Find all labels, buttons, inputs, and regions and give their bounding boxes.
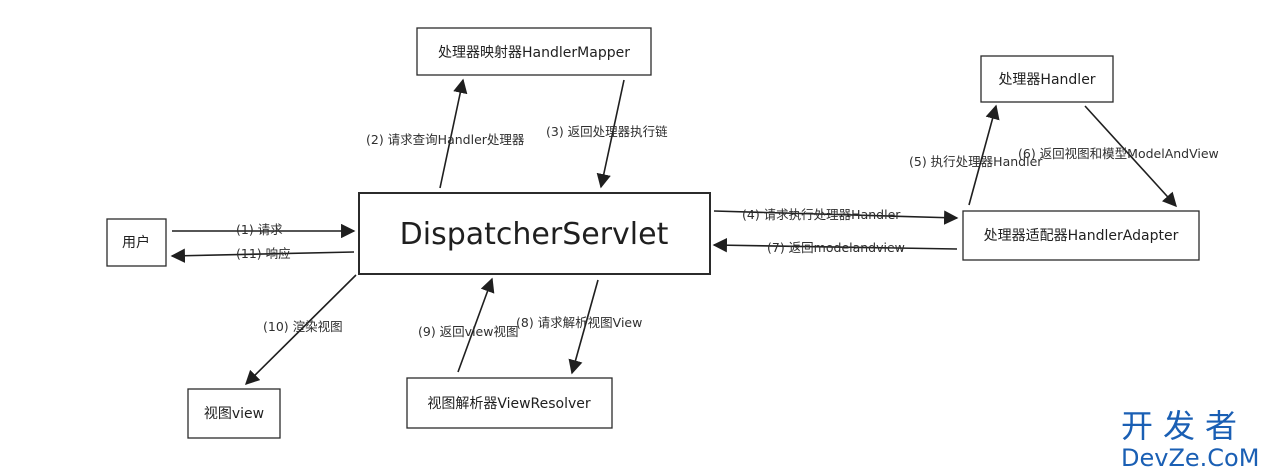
edge-4-label: (4) 请求执行处理器Handler — [742, 207, 901, 222]
edge-6-return-model-and-view — [1084, 105, 1177, 208]
edge-2-query-handler — [439, 78, 468, 189]
edge-4-execute-handler — [713, 210, 959, 225]
node-handler-mapper-label: 处理器映射器HandlerMapper — [438, 45, 630, 61]
edge-5-run-handler — [968, 104, 1000, 206]
node-view-resolver: 视图解析器ViewResolver — [406, 377, 613, 429]
edge-9-return-view — [457, 277, 495, 373]
node-handler-label: 处理器Handler — [998, 72, 1095, 88]
node-view-resolver-label: 视图解析器ViewResolver — [427, 396, 591, 412]
watermark: 开发者 DevZe.CoM — [1121, 407, 1259, 472]
edge-5-label: (5) 执行处理器Handler — [909, 154, 1043, 169]
edge-9-label: (9) 返回view视图 — [418, 324, 518, 339]
edge-10-render-view — [244, 274, 357, 386]
node-view: 视图view — [187, 388, 281, 439]
node-user: 用户 — [106, 218, 167, 267]
node-handler: 处理器Handler — [980, 55, 1114, 103]
node-handler-adapter-label: 处理器适配器HandlerAdapter — [984, 228, 1179, 244]
edge-6-label: (6) 返回视图和模型ModelAndView — [1018, 146, 1219, 161]
edge-1-label: (1) 请求 — [236, 222, 283, 237]
edge-7-return-modelandview — [712, 238, 958, 253]
edge-10-label: (10) 渲染视图 — [263, 319, 343, 334]
edge-8-resolve-view — [568, 279, 599, 375]
edge-8-label: (8) 请求解析视图View — [516, 315, 642, 330]
edge-3-return-chain — [596, 79, 625, 189]
edge-11-label: (11) 响应 — [236, 246, 291, 261]
edge-11-response — [170, 248, 355, 263]
watermark-chinese: 开发者 — [1121, 407, 1247, 445]
node-view-label: 视图view — [204, 406, 264, 422]
watermark-latin: DevZe.CoM — [1121, 444, 1259, 472]
edge-3-label: (3) 返回处理器执行链 — [546, 124, 668, 139]
edge-2-label: (2) 请求查询Handler处理器 — [366, 132, 525, 147]
node-dispatcher-servlet: DispatcherServlet — [358, 192, 711, 275]
node-dispatcher-servlet-label: DispatcherServlet — [400, 217, 669, 252]
edge-7-label: (7) 返回modelandview — [767, 240, 905, 255]
node-user-label: 用户 — [122, 234, 150, 251]
node-handler-adapter: 处理器适配器HandlerAdapter — [962, 210, 1200, 261]
node-handler-mapper: 处理器映射器HandlerMapper — [416, 27, 652, 76]
